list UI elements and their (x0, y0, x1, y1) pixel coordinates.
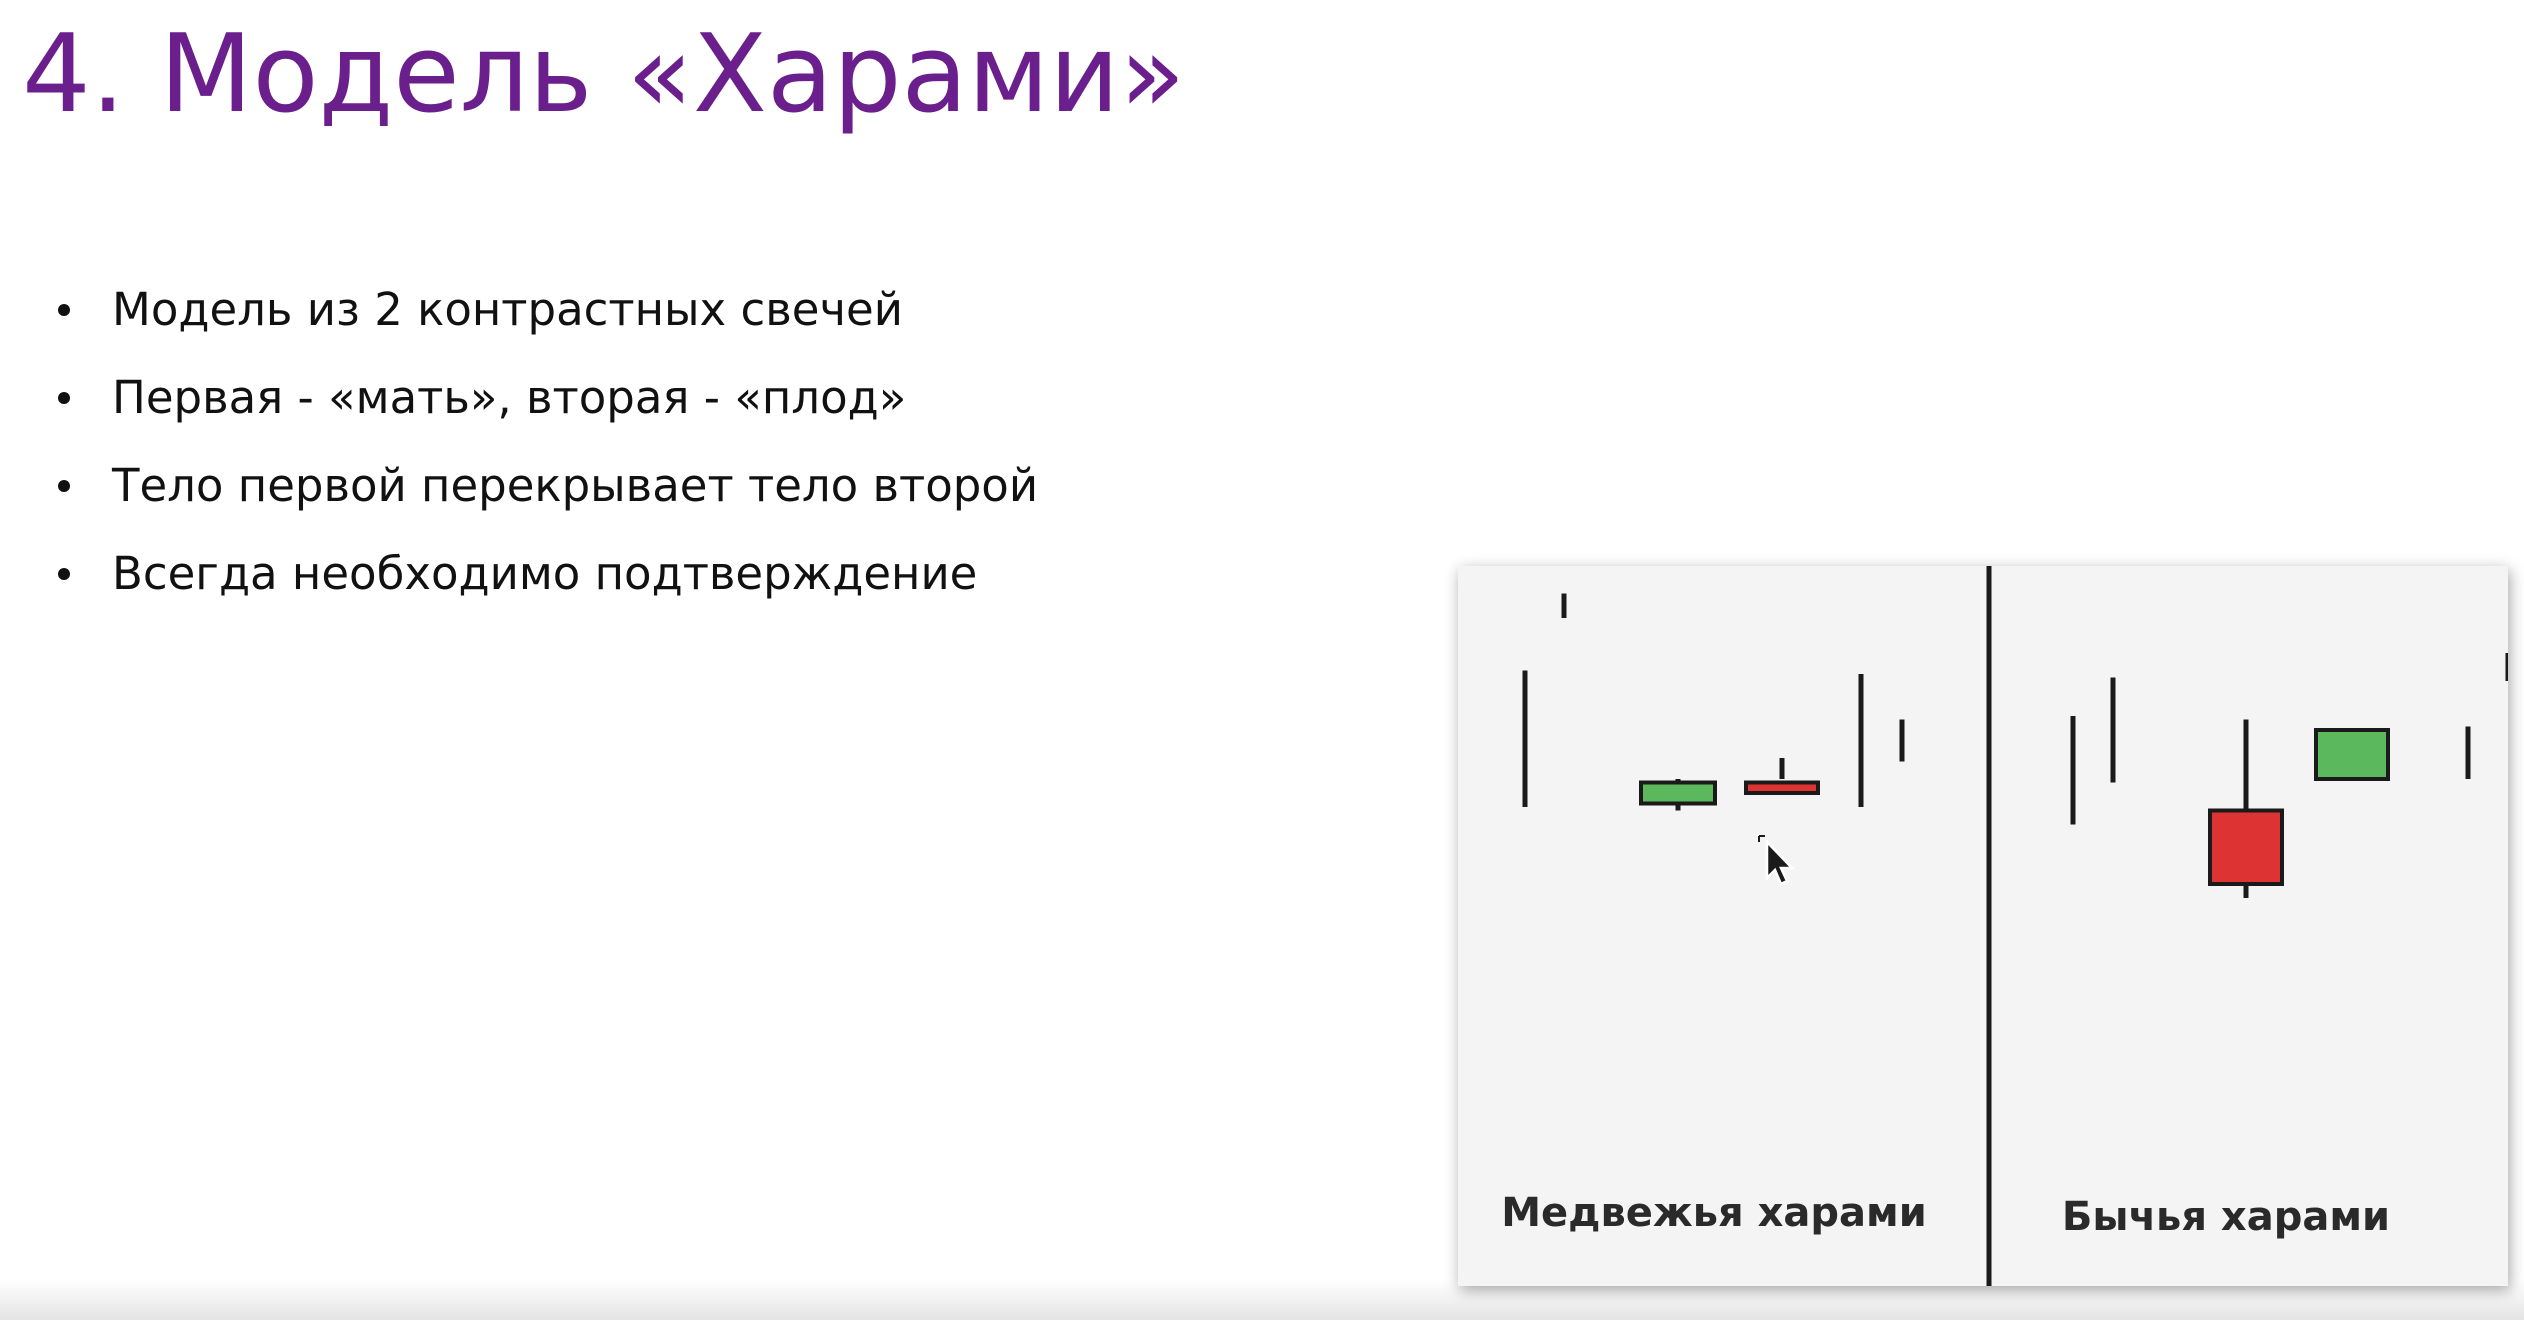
bottom-shade (0, 1280, 2524, 1320)
bullet-item: Первая - «мать», вторая - «плод» (52, 354, 1038, 442)
candles-layer (1522, 593, 2508, 898)
bullet-list: Модель из 2 контрастных свечей Первая - … (52, 266, 1038, 618)
bearish-harami-label: Медвежья харами (1501, 1190, 1927, 1236)
bullet-dot (58, 304, 70, 316)
bullet-dot (58, 480, 70, 492)
bullet-text: Всегда необходимо подтверждение (112, 547, 978, 600)
bearish-candle-body (2208, 808, 2284, 886)
harami-chart: Медвежья харами Бычья харами (1501, 566, 2508, 1286)
bullish-candle-body (1639, 780, 1717, 806)
bullet-item: Тело первой перекрывает тело второй (52, 442, 1038, 530)
bearish-candle-body (1744, 780, 1820, 795)
bullet-item: Всегда необходимо подтверждение (52, 530, 1038, 618)
bullet-item: Модель из 2 контрастных свечей (52, 266, 1038, 354)
bullet-dot (58, 392, 70, 404)
bullet-text: Модель из 2 контрастных свечей (112, 283, 903, 336)
bullish-harami-label: Бычья харами (2062, 1194, 2390, 1240)
bullet-text: Тело первой перекрывает тело второй (112, 459, 1039, 512)
harami-figure: Медвежья харами Бычья харами (1458, 566, 2508, 1286)
mouse-cursor-icon (1758, 835, 1795, 886)
bullish-candle-body (2314, 728, 2390, 781)
slide-title: 4. Модель «Харами» (22, 12, 1186, 137)
bullet-dot (58, 568, 70, 580)
bullet-text: Первая - «мать», вторая - «плод» (112, 371, 907, 424)
